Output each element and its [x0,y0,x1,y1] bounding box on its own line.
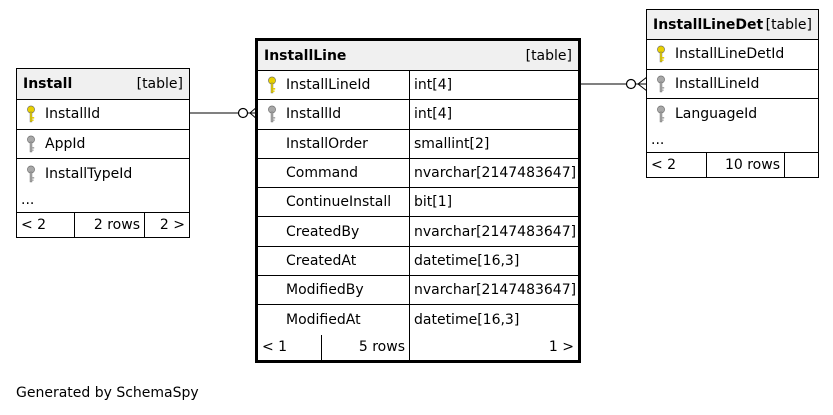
table-name: InstallLineDet [653,16,764,33]
ellipsis-row: ... [17,189,189,213]
column-name: InstallLineDetId [675,46,785,63]
row-count: 5 rows [322,334,410,360]
column-row[interactable]: AppId [17,130,189,159]
table-type: [table] [765,16,812,33]
column-name: InstallId [45,106,101,123]
row-count: 10 rows [707,152,785,177]
table-type: [table] [136,76,183,92]
row-count: 2 rows [75,212,145,237]
table-header[interactable]: InstallLine [table] [258,41,578,71]
foreign-key-icon [21,135,41,153]
column-name: InstallId [286,106,342,123]
column-row[interactable]: ModifiedAt datetime[16,3] [258,305,578,335]
foreign-key-icon [21,165,41,183]
column-name: AppId [45,135,86,152]
table-name: Install [23,76,73,92]
ellipsis: ... [651,132,665,148]
column-type: nvarchar[2147483647] [414,282,577,299]
column-name-cell: InstallLineId [647,70,818,99]
foreign-key-icon [651,75,671,93]
column-name-cell: LanguageId [647,99,818,129]
column-name: CreatedBy [286,223,360,240]
column-type: datetime[16,3] [414,312,520,329]
children-count[interactable]: 2 > [159,216,185,233]
foreign-key-icon [262,105,282,123]
column-name-cell: InstallId [258,100,410,129]
table-footer: < 2 10 rows [647,152,818,177]
table-name: InstallLine [264,47,347,64]
column-name-cell: InstallId [17,100,189,129]
column-name: InstallLineId [675,75,760,92]
column-name: ContinueInstall [286,194,392,211]
column-name: CreatedAt [286,252,357,269]
column-row[interactable]: InstallLineId [647,70,818,99]
parents-count[interactable]: < 1 [258,334,322,360]
column-row[interactable]: CreatedBy nvarchar[2147483647] [258,217,578,247]
column-name-cell: InstallLineId [258,71,410,100]
column-name-cell: ContinueInstall [258,188,410,217]
column-type: bit[1] [414,194,453,211]
column-type: smallint[2] [414,135,490,152]
table-header[interactable]: Install [table] [17,69,189,100]
ellipsis: ... [21,192,35,208]
relation-install-installline [189,105,259,121]
footer-blank [785,153,818,177]
foreign-key-icon [651,105,671,123]
column-row[interactable]: InstallLineDetId [647,40,818,70]
parents-count[interactable]: < 2 [17,212,75,237]
children-count[interactable]: 1 > [548,339,574,356]
primary-key-icon [262,76,282,94]
column-name: InstallTypeId [45,165,133,182]
column-row[interactable]: InstallLineId int[4] [258,71,578,101]
column-row[interactable]: ContinueInstall bit[1] [258,188,578,218]
table-type: [table] [525,47,572,64]
table-footer: < 1 5 rows 1 > [258,334,578,360]
column-row[interactable]: InstallTypeId [17,159,189,189]
generated-by-label: Generated by SchemaSpy [16,385,199,401]
column-type: nvarchar[2147483647] [414,223,577,240]
column-name: InstallOrder [286,135,368,152]
column-name-cell: InstallTypeId [17,159,189,189]
column-name-cell: ModifiedAt [258,305,410,335]
column-row[interactable]: LanguageId [647,99,818,129]
column-name-cell: InstallOrder [258,129,410,158]
column-row[interactable]: ModifiedBy nvarchar[2147483647] [258,276,578,306]
column-type: int[4] [414,106,453,123]
column-type: datetime[16,3] [414,252,520,269]
column-name-cell: CreatedAt [258,246,410,276]
table-header[interactable]: InstallLineDet [table] [647,10,818,40]
column-name-cell: ModifiedBy [258,276,410,305]
column-row[interactable]: InstallId int[4] [258,100,578,130]
table-footer: < 2 2 rows 2 > [17,212,189,237]
column-name: ModifiedBy [286,282,364,299]
column-name-cell: AppId [17,130,189,159]
column-row[interactable]: Command nvarchar[2147483647] [258,158,578,189]
column-name: InstallLineId [286,77,371,94]
column-row[interactable]: CreatedAt datetime[16,3] [258,246,578,277]
column-row[interactable]: InstallOrder smallint[2] [258,129,578,159]
column-name: LanguageId [675,105,758,122]
ellipsis-row: ... [647,129,818,153]
parents-count[interactable]: < 2 [647,152,707,177]
relation-installline-installlinedet [578,76,648,92]
column-name-cell: Command [258,158,410,188]
column-name-cell: InstallLineDetId [647,40,818,69]
column-type: nvarchar[2147483647] [414,165,577,182]
column-name: ModifiedAt [286,312,361,329]
column-name-cell: CreatedBy [258,217,410,246]
column-name: Command [286,165,358,182]
primary-key-icon [21,105,41,123]
primary-key-icon [651,45,671,63]
column-row[interactable]: InstallId [17,100,189,130]
column-type: int[4] [414,77,453,94]
